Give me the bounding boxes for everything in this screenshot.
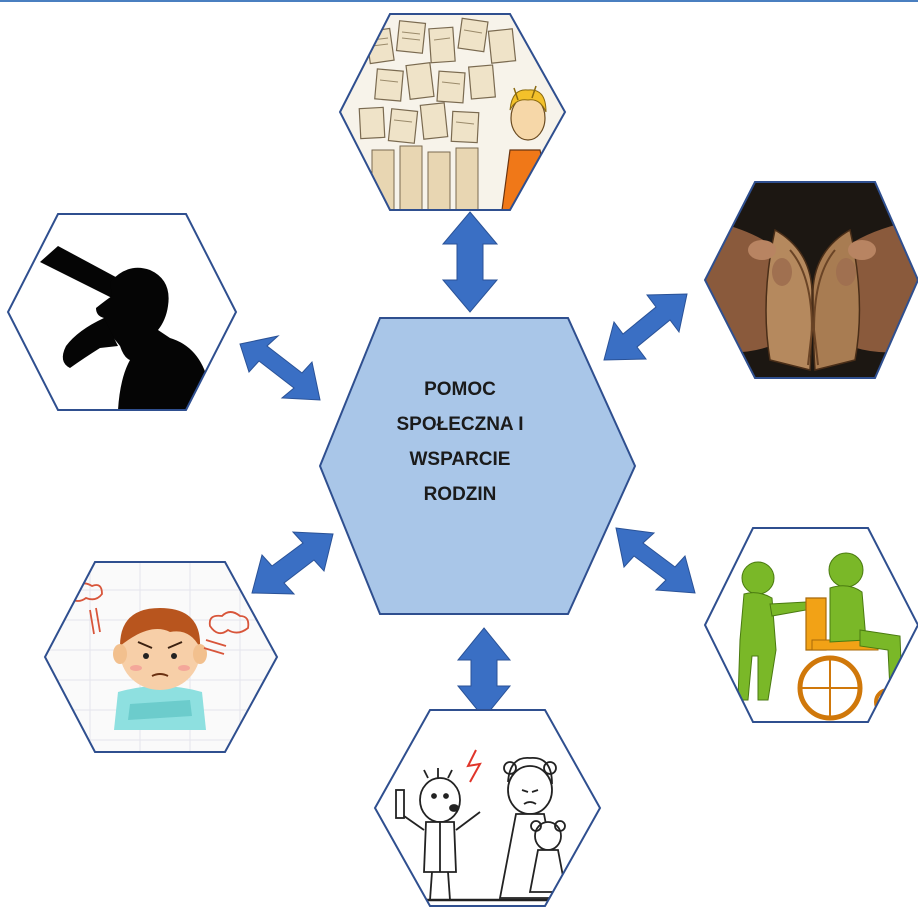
- center-label: POMOC SPOŁECZNA I WSPARCIE RODZIN: [365, 372, 555, 512]
- disability-hexagon: [703, 527, 918, 723]
- angry-boy-icon: [68, 582, 250, 730]
- arrow-right: [615, 527, 696, 594]
- center-label-line-4: RODZIN: [423, 484, 497, 505]
- domestic-violence-hexagon: [373, 709, 602, 907]
- arrow-bottom: [456, 627, 512, 719]
- child-problems-hexagon: [43, 561, 279, 753]
- arrow-top: [441, 211, 499, 313]
- empty-wallet-icon: [705, 220, 918, 371]
- center-label-line-2: SPOŁECZNA I: [396, 414, 524, 435]
- center-label-line-3: WSPARCIE: [409, 449, 511, 470]
- job-board-icon: [358, 17, 553, 210]
- alcoholism-hexagon: [6, 213, 238, 411]
- family-argument-icon: [375, 749, 600, 902]
- arrow-left: [239, 335, 321, 401]
- arrow-bottom-left: [251, 531, 334, 595]
- drinking-man-silhouette-icon: [40, 246, 212, 410]
- unemployment-hexagon: [338, 13, 567, 211]
- center-hexagon: [318, 317, 637, 615]
- arrow-top-right: [603, 293, 688, 361]
- top-border: [0, 0, 918, 2]
- center-label-line-1: POMOC: [424, 379, 496, 400]
- poverty-hexagon: [703, 181, 918, 379]
- wheelchair-figures-icon: [737, 552, 903, 721]
